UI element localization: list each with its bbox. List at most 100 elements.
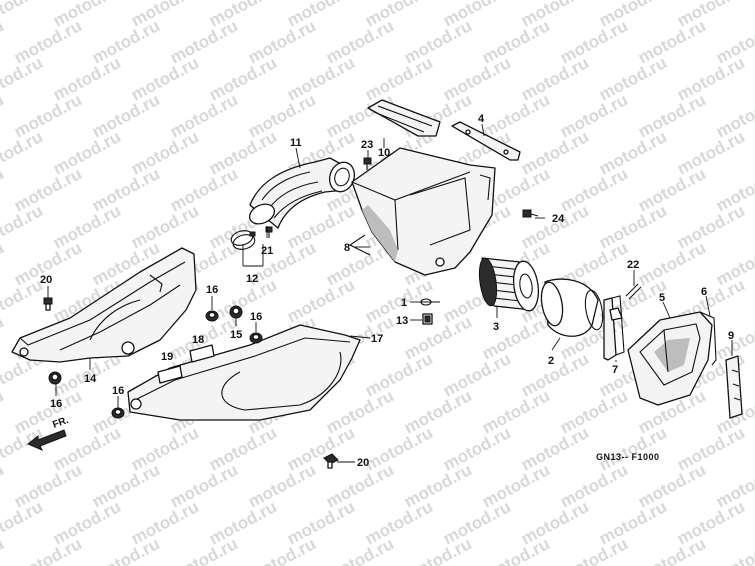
callout-14: 14	[84, 373, 97, 385]
watermark-text: motod.ru	[206, 423, 280, 474]
watermark-text: motod.ru	[518, 53, 592, 104]
watermark-text: motod.ru	[0, 238, 7, 289]
callout-6: 6	[701, 286, 707, 298]
watermark-text: motod.ru	[167, 16, 241, 67]
callout-13: 13	[396, 315, 408, 327]
watermark-text: motod.ru	[206, 53, 280, 104]
watermark-text: motod.ru	[0, 201, 46, 252]
watermark-text: motod.ru	[362, 53, 436, 104]
watermark-text: motod.ru	[635, 460, 709, 511]
part-15-collar	[229, 305, 243, 319]
watermark-text: motod.ru	[89, 460, 163, 511]
watermark-text: motod.ru	[284, 497, 358, 548]
watermark-text: motod.ru	[674, 127, 748, 178]
watermark-text: motod.ru	[479, 534, 553, 566]
watermark-text: motod.ru	[11, 16, 85, 67]
watermark-text: motod.ru	[596, 53, 670, 104]
watermark-text: motod.ru	[557, 534, 631, 566]
watermark-text: motod.ru	[0, 312, 7, 363]
watermark-text: motod.ru	[557, 460, 631, 511]
callout-16-d: 16	[112, 385, 124, 397]
watermark-text: motod.ru	[245, 534, 319, 566]
watermark-text: motod.ru	[362, 349, 436, 400]
watermark-text: motod.ru	[0, 460, 7, 511]
watermark-text: motod.ru	[440, 53, 514, 104]
front-arrow-label: FR.	[51, 415, 70, 431]
watermark-text: motod.ru	[557, 16, 631, 67]
part-23-screw	[363, 157, 372, 170]
watermark-text: motod.ru	[401, 460, 475, 511]
callout-10: 10	[378, 147, 390, 159]
watermark-text: motod.ru	[596, 201, 670, 252]
part-12-hose-band	[230, 230, 256, 250]
watermark-text: motod.ru	[0, 0, 46, 31]
watermark-text: motod.ru	[674, 201, 748, 252]
watermark-text: motod.ru	[401, 16, 475, 67]
watermark-text: motod.ru	[0, 497, 46, 548]
watermark-text: motod.ru	[596, 127, 670, 178]
callout-4: 4	[478, 113, 485, 125]
watermark-text: motod.ru	[245, 460, 319, 511]
watermark-text: motod.ru	[128, 53, 202, 104]
watermark-text: motod.ru	[167, 164, 241, 215]
watermark-text: motod.ru	[323, 534, 397, 566]
watermark-text: motod.ru	[596, 423, 670, 474]
watermark-text: motod.ru	[206, 127, 280, 178]
part-21-screw	[265, 226, 273, 238]
part-20-bolt-b	[323, 453, 339, 469]
watermark-text: motod.ru	[0, 534, 7, 566]
part-13-fitting	[422, 313, 433, 325]
callout-20-lower: 20	[357, 457, 369, 469]
callout-17: 17	[371, 333, 383, 345]
callout-21: 21	[261, 245, 273, 257]
watermark-text: motod.ru	[0, 386, 7, 437]
part-5-cover	[627, 311, 713, 406]
part-6-seal	[699, 311, 717, 366]
watermark-text: motod.ru	[11, 460, 85, 511]
watermark-text: motod.ru	[518, 349, 592, 400]
part-16-grommet-a	[205, 310, 219, 322]
part-4-plate	[451, 121, 521, 161]
watermark-text: motod.ru	[713, 534, 755, 566]
callout-16-a: 16	[206, 284, 218, 296]
callout-11: 11	[290, 137, 302, 149]
watermark-text: motod.ru	[128, 423, 202, 474]
watermark-text: motod.ru	[206, 497, 280, 548]
callout-15: 15	[230, 329, 242, 341]
callout-5: 5	[659, 292, 665, 304]
watermark-text: motod.ru	[11, 164, 85, 215]
callout-7: 7	[612, 364, 618, 376]
watermark-text: motod.ru	[635, 16, 709, 67]
callout-24: 24	[552, 213, 565, 225]
watermark-text: motod.ru	[89, 16, 163, 67]
watermark-text: motod.ru	[128, 127, 202, 178]
callout-9: 9	[728, 330, 734, 342]
callout-labels: 11 23 10 4 21 12 8 24 1 13 3 2 22 5 6 9 …	[40, 113, 734, 469]
part-2-foam-element	[540, 278, 604, 337]
watermark-text: motod.ru	[518, 201, 592, 252]
callout-3: 3	[493, 321, 499, 333]
callout-23: 23	[361, 139, 373, 151]
watermark-text: motod.ru	[89, 534, 163, 566]
part-16-grommet-b	[249, 332, 263, 344]
watermark-text: motod.ru	[128, 201, 202, 252]
watermark-text: motod.ru	[479, 386, 553, 437]
watermark-text: motod.ru	[362, 423, 436, 474]
watermark-text: motod.ru	[752, 0, 755, 31]
watermark-text: motod.ru	[479, 460, 553, 511]
watermark-text: motod.ru	[0, 164, 7, 215]
watermark-text: motod.ru	[401, 386, 475, 437]
diagram-code: GN13-- F1000	[596, 452, 660, 462]
part-17-right-side-cover	[127, 324, 361, 421]
part-18-label	[189, 344, 215, 363]
watermark-text: motod.ru	[11, 386, 85, 437]
watermark-text: motod.ru	[557, 164, 631, 215]
watermark-text: motod.ru	[50, 53, 124, 104]
callout-8: 8	[344, 242, 350, 254]
watermark-text: motod.ru	[50, 127, 124, 178]
callout-18: 18	[192, 334, 204, 346]
leader-lines	[47, 123, 733, 463]
watermark-text: motod.ru	[50, 201, 124, 252]
watermark-text: motod.ru	[518, 127, 592, 178]
watermark-text: motod.ru	[440, 349, 514, 400]
